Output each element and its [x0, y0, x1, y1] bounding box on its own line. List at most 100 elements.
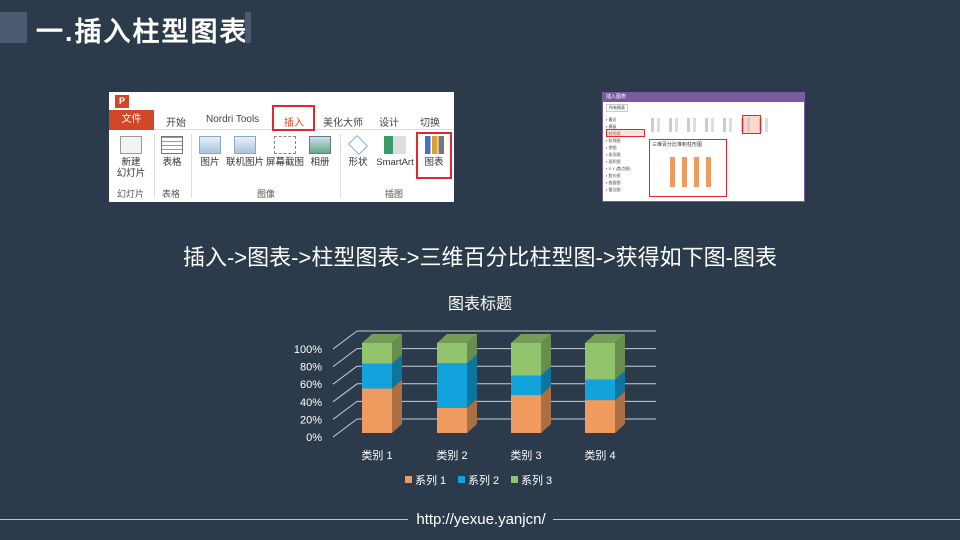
album-button[interactable]: 相册: [307, 136, 333, 168]
tab-file[interactable]: 文件: [109, 110, 154, 130]
bar-segment-front: [362, 363, 392, 389]
bar-top: [585, 334, 625, 343]
preview-chart: [668, 157, 716, 187]
gridline-depth: [332, 330, 358, 350]
x-category-label: 类别 4: [584, 448, 615, 462]
bar-segment-side: [541, 334, 551, 376]
chart-type-item[interactable]: ▪ 模板: [606, 124, 617, 129]
ribbon-tabs: 文件 开始 Nordri Tools 插入 美化大师 设计 切换: [109, 110, 454, 130]
x-category-label: 类别 2: [436, 448, 467, 462]
bar-segment-side: [392, 334, 402, 364]
column-subtype-icons[interactable]: [651, 118, 771, 132]
screenshot-button[interactable]: 屏幕截图: [265, 136, 305, 168]
album-icon: [309, 136, 331, 154]
bar-segment-side: [541, 366, 551, 396]
bar-segment-side: [467, 398, 477, 433]
chart-type-list: ▪ 最近 ▪ 模板 ▪ 柱形图 ▪ 折线图 ▪ 饼图 ▪ 条形图 ▪ 面积图 ▪ X Y (散…: [606, 116, 644, 193]
bar-top: [511, 334, 551, 343]
title-accent-left: [0, 12, 27, 43]
highlight-column-type: [606, 129, 645, 137]
insert-chart-dialog-screenshot: 插入图表 所有图表 ▪ 最近 ▪ 模板 ▪ 柱形图 ▪ 折线图 ▪ 饼图 ▪ 条形图 ▪ 面…: [602, 92, 805, 202]
chart-type-item[interactable]: ▪ 曲面图: [606, 180, 621, 185]
bar-segment-front: [511, 343, 541, 376]
chart-type-item[interactable]: ▪ 折线图: [606, 138, 621, 143]
footer-line-right: [553, 519, 960, 520]
legend-label: 系列 2: [468, 473, 499, 487]
highlight-insert-tab: [272, 105, 315, 131]
table-icon: [161, 136, 183, 154]
powerpoint-app-icon: P: [115, 95, 129, 108]
bar-segment-side: [541, 386, 551, 433]
group-illustrations: 插图: [385, 189, 404, 199]
y-tick-label: 0%: [306, 432, 322, 444]
chart-type-item[interactable]: ▪ 柱形图: [606, 131, 621, 136]
dialog-title: 插入图表: [603, 93, 804, 102]
bar-segment-side: [392, 354, 402, 389]
shapes-button[interactable]: 形状: [345, 135, 371, 168]
chart-type-item[interactable]: ▪ 条形图: [606, 152, 621, 157]
dialog-tab-all-charts[interactable]: 所有图表: [606, 104, 628, 112]
picture-icon: [199, 136, 221, 154]
slide-title: 一.插入柱型图表: [36, 17, 249, 47]
tab-design[interactable]: 设计: [379, 118, 399, 129]
highlight-chart-button: [416, 132, 452, 179]
new-slide-icon: [120, 136, 142, 154]
bar-segment-front: [437, 363, 467, 408]
instruction-text: 插入->图表->柱型图表->三维百分比柱型图->获得如下图-图表: [182, 245, 778, 270]
shapes-icon: [348, 135, 368, 155]
tab-beautify[interactable]: 美化大师: [323, 118, 363, 129]
highlight-3d-percent-subtype: [742, 115, 761, 134]
bar-segment-side: [615, 334, 625, 380]
gridline-depth: [332, 418, 358, 438]
legend-label: 系列 1: [415, 473, 446, 487]
bar-segment-front: [362, 343, 392, 364]
preview-box: 三维百分比堆积柱形图: [649, 139, 727, 197]
gridline-depth: [332, 383, 358, 403]
picture-button[interactable]: 图片: [197, 136, 223, 168]
bar-segment-front: [511, 375, 541, 396]
online-picture-button[interactable]: 联机图片: [225, 136, 265, 168]
legend-swatch: [405, 476, 412, 483]
group-tables: 表格: [162, 189, 181, 199]
x-category-label: 类别 3: [510, 448, 541, 462]
table-button[interactable]: 表格: [157, 136, 187, 168]
y-tick-label: 80%: [300, 362, 322, 374]
legend-swatch: [458, 476, 465, 483]
y-tick-label: 20%: [300, 414, 322, 426]
bar-top: [437, 334, 477, 343]
bar-segment-side: [615, 391, 625, 433]
preview-title: 三维百分比堆积柱形图: [652, 142, 703, 148]
tab-insert[interactable]: 插入: [284, 118, 304, 129]
title-accent-right: [245, 12, 251, 43]
screenshot-icon: [274, 136, 296, 154]
gridline-depth: [332, 401, 358, 420]
bar-segment-side: [467, 354, 477, 408]
chart-type-item[interactable]: ▪ 面积图: [606, 159, 621, 164]
bar-segment-front: [362, 388, 392, 433]
chart-type-item[interactable]: ▪ 股价图: [606, 173, 621, 178]
chart-type-item[interactable]: ▪ 饼图: [606, 145, 617, 150]
chart-title: 图表标题: [448, 295, 512, 313]
bar-segment-front: [437, 343, 467, 364]
bar-segment-front: [511, 395, 541, 433]
bar-segment-front: [585, 343, 615, 380]
ribbon-screenshot: P 文件 开始 Nordri Tools 插入 美化大师 设计 切换 新建 幻灯…: [109, 92, 454, 202]
chart-type-item[interactable]: ▪ 雷达图: [606, 187, 621, 192]
online-picture-icon: [234, 136, 256, 154]
footer-url[interactable]: http://yexue.yanjcn/: [416, 511, 546, 528]
bar-segment-side: [392, 379, 402, 433]
bar-segment-front: [585, 379, 615, 401]
bar-segment-side: [615, 370, 625, 401]
new-slide-button[interactable]: 新建 幻灯片: [112, 136, 150, 179]
group-images: 图像: [257, 189, 276, 199]
y-tick-label: 100%: [294, 344, 322, 356]
tab-nordri-tools[interactable]: Nordri Tools: [206, 114, 260, 125]
chart-type-item[interactable]: ▪ 最近: [606, 117, 617, 122]
chart-type-item[interactable]: ▪ X Y (散点图): [606, 166, 631, 171]
bar-segment-front: [585, 400, 615, 433]
tab-home[interactable]: 开始: [166, 118, 186, 129]
tab-transitions[interactable]: 切换: [420, 118, 440, 129]
smartart-button[interactable]: SmartArt: [373, 136, 417, 168]
chart-button[interactable]: 图表: [419, 136, 449, 168]
